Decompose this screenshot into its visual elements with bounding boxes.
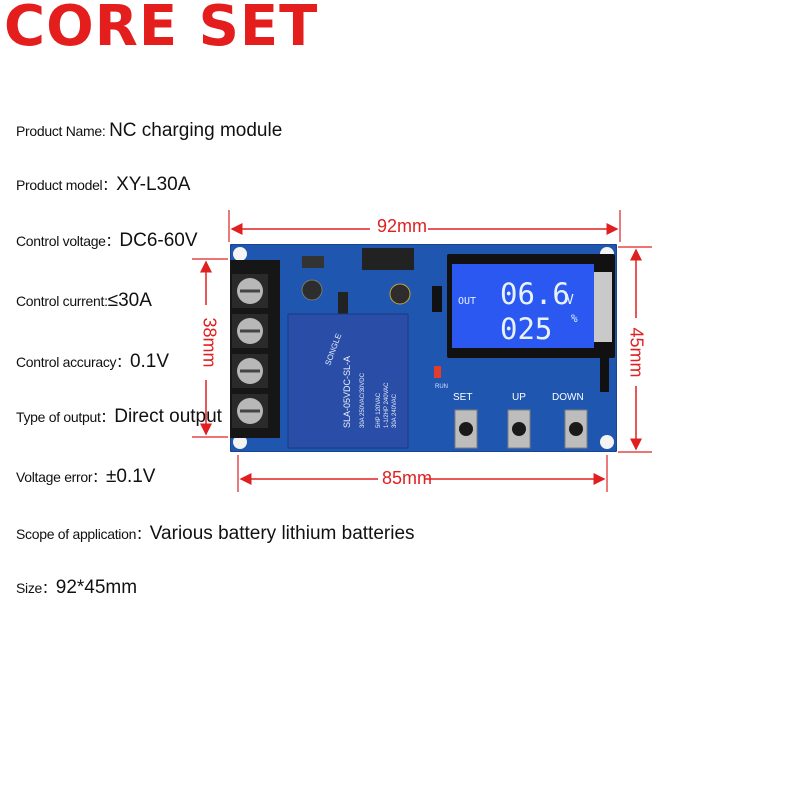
spec-value: DC6-60V (119, 230, 198, 251)
dim-height-total: 45mm (626, 327, 647, 378)
spec-sep: ： (42, 580, 56, 596)
spec-sep: : (101, 123, 110, 139)
relay-rating: 30A 250VAC/30VDC (360, 372, 366, 428)
capacitor (389, 283, 411, 305)
button-up[interactable]: UP (507, 392, 531, 449)
dim-width-holes: 85mm (382, 468, 433, 488)
header-pins (600, 358, 609, 392)
header-pins (432, 286, 442, 312)
ic-chip (362, 248, 414, 270)
lcd-voltage: 06.6 (500, 277, 570, 311)
relay-model: SLA-05VDC-SL-A (342, 356, 352, 428)
lcd-percent: 025 (500, 312, 552, 346)
terminal-screw-1 (232, 274, 268, 308)
spec-control-current: Control current:≤30A (16, 290, 152, 312)
spec-size: Size：92*45mm (16, 577, 137, 599)
diode (338, 292, 348, 314)
spec-control-voltage: Control voltage：DC6-60V (16, 230, 198, 252)
button-down[interactable]: DOWN (552, 392, 588, 449)
spec-label: Control accuracy (16, 354, 117, 370)
spec-product-name: Product Name: NC charging module (16, 120, 282, 142)
button-set[interactable]: SET (453, 392, 478, 449)
spec-value: Direct output (114, 406, 222, 427)
spec-value: ±0.1V (105, 466, 156, 487)
lcd-display: OUT 06.6 V 025 % (447, 254, 615, 358)
spec-sep: ： (116, 354, 130, 370)
mounting-hole (233, 247, 247, 261)
spec-value: NC charging module (109, 120, 283, 141)
down-button-label: DOWN (552, 392, 584, 403)
spec-label: Size (16, 580, 43, 596)
spec-voltage-error: Voltage error：±0.1V (16, 466, 155, 488)
set-button-label: SET (453, 392, 472, 403)
relay: SONGLE SLA-05VDC-SL-A 30A 250VAC/30VDC 5… (287, 313, 409, 449)
relay-rating: 1-1/2HP 240VAC (384, 382, 390, 428)
spec-value: 0.1V (129, 351, 170, 372)
spec-value: Various battery lithium batteries (149, 523, 415, 544)
spec-sep: ： (136, 526, 150, 542)
spec-label: Control voltage (16, 233, 106, 249)
spec-value: XY-L30A (116, 174, 191, 195)
spec-value: 92*45mm (55, 577, 138, 598)
spec-label: Control current: (16, 293, 108, 309)
spec-label: Scope of application (16, 526, 137, 542)
module-board: SONGLE SLA-05VDC-SL-A 30A 250VAC/30VDC 5… (230, 244, 617, 452)
spec-application: Scope of application：Various battery lit… (16, 523, 415, 545)
screw-terminal (230, 260, 280, 438)
mounting-hole (600, 435, 614, 449)
dim-width-total: 92mm (377, 216, 428, 236)
lcd-out-label: OUT (458, 296, 476, 307)
spec-value: ≤30A (107, 290, 152, 311)
spec-control-accuracy: Control accuracy：0.1V (16, 351, 169, 373)
relay-rating: 30A 240VAC (392, 393, 398, 428)
dim-height-terminal: 38mm (199, 317, 220, 368)
spec-label: Voltage error (16, 469, 93, 485)
spec-sep: ： (105, 233, 120, 249)
spec-sep: ： (100, 409, 115, 425)
brand-logo: CORE SET (4, 0, 319, 59)
spec-label: Type of output (16, 409, 101, 425)
regulator (302, 256, 324, 268)
lcd-voltage-unit: V (566, 293, 574, 308)
lcd-percent-unit: % (571, 312, 578, 325)
mounting-hole (233, 435, 247, 449)
run-label: RUN (435, 384, 448, 390)
led-run (434, 366, 441, 378)
spec-label: Product Name (16, 123, 102, 139)
up-button-label: UP (512, 392, 526, 403)
spec-sep: ： (92, 469, 106, 485)
terminal-screw-3 (232, 354, 268, 388)
spec-product-model: Product model：XY-L30A (16, 174, 190, 196)
capacitor (301, 279, 323, 301)
terminal-screw-2 (232, 314, 268, 348)
spec-label: Product model： (16, 177, 117, 193)
relay-rating: 5HP 120VAC (376, 392, 382, 428)
spec-output-type: Type of output：Direct output (16, 406, 222, 428)
terminal-screw-4 (232, 394, 268, 428)
